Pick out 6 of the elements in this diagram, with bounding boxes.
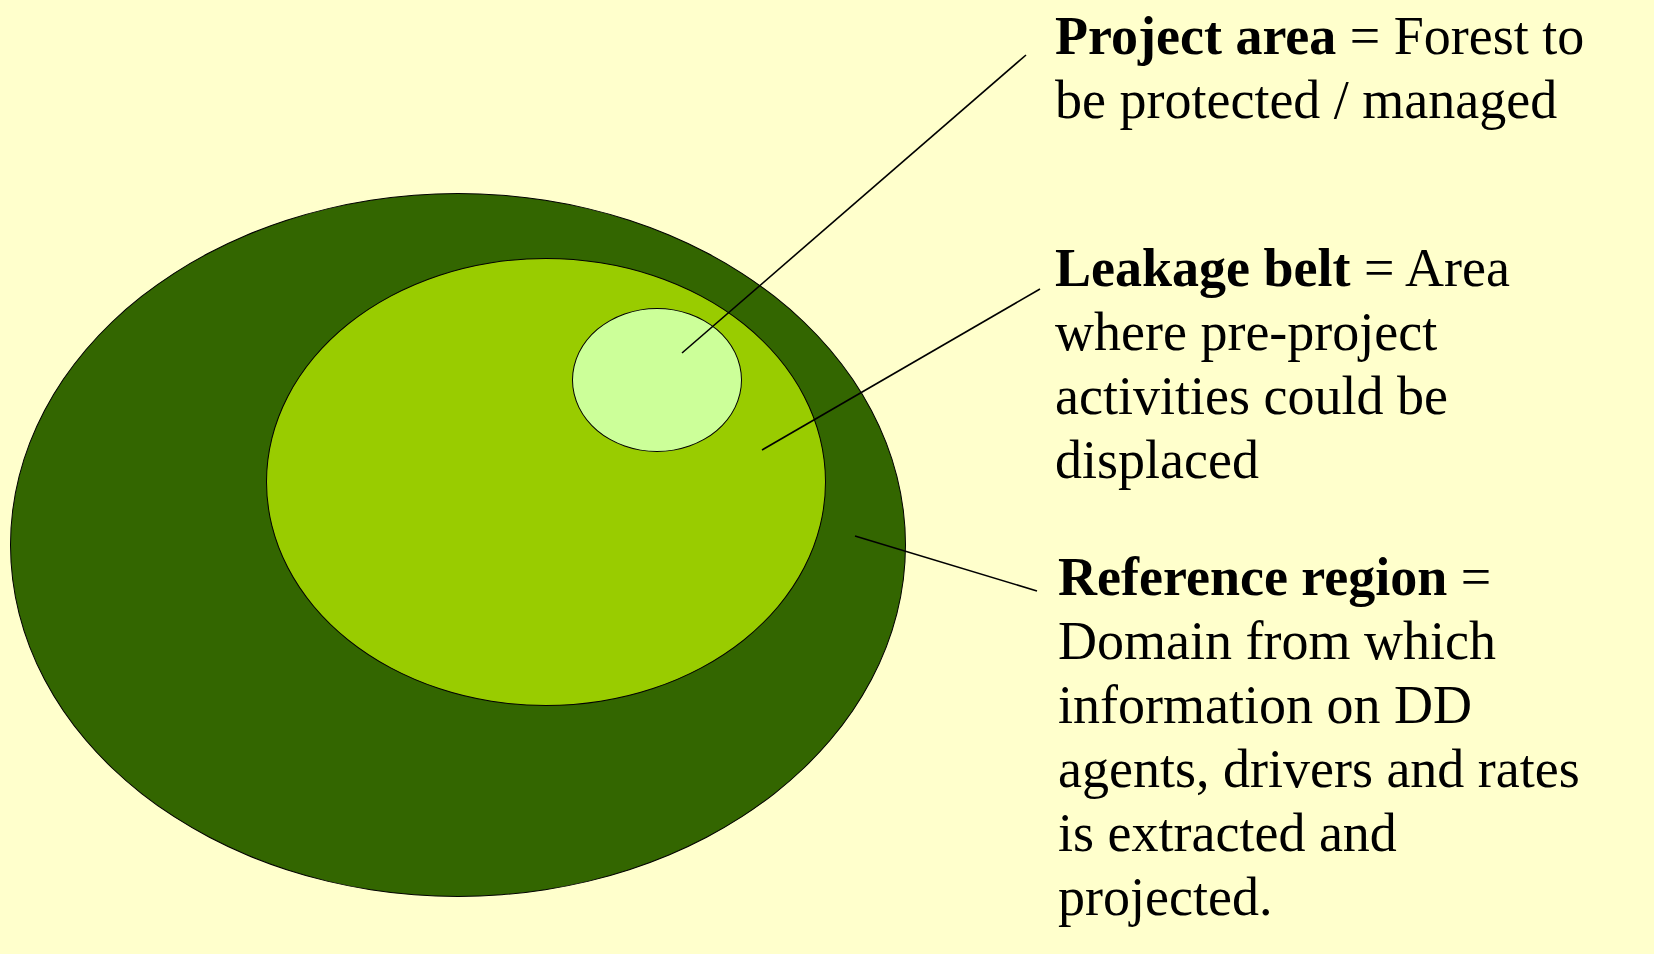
callout-text: Leakage belt = Area where pre-project activities could be displaced <box>1055 236 1615 492</box>
callout-text: Reference region = Domain from which information on DD agents, drivers and rates is extracted and projected. <box>1058 545 1618 929</box>
leader-line <box>854 535 1038 592</box>
leader-line <box>681 54 1027 354</box>
callout-text: Project area = Forest to be protected / managed <box>1055 4 1640 132</box>
leader-line <box>761 288 1041 451</box>
